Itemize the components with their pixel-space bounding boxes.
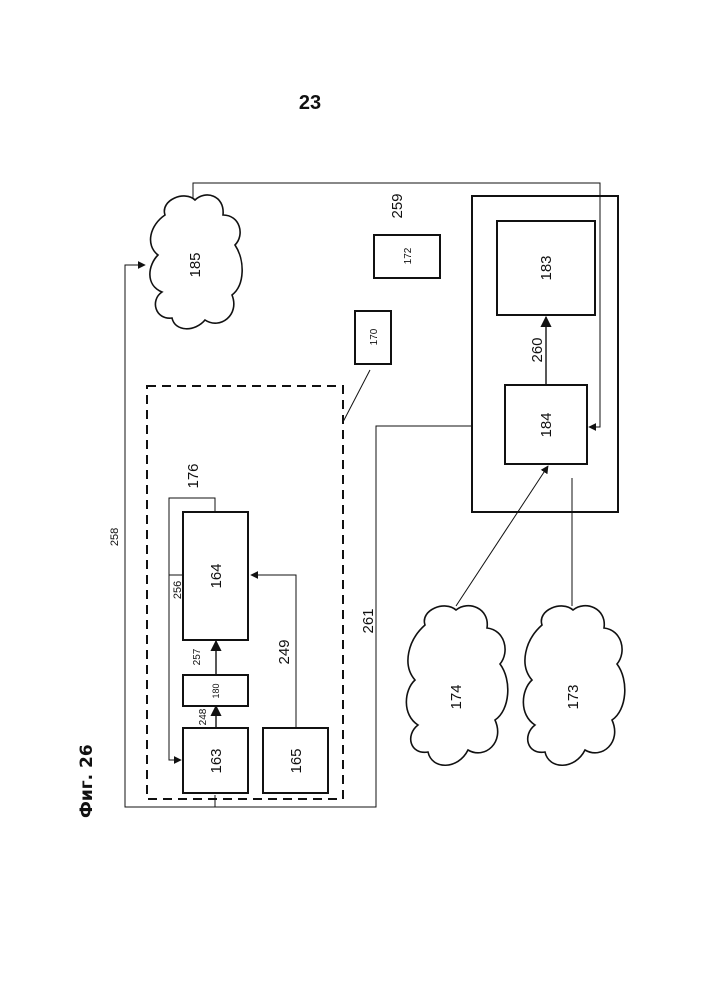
label-260: 260 bbox=[529, 337, 546, 362]
cloud-174-label: 174 bbox=[448, 684, 465, 709]
leader-170 bbox=[343, 370, 370, 422]
block-164-label: 164 bbox=[208, 563, 225, 588]
label-176: 176 bbox=[185, 463, 202, 488]
figure-caption: Фиг. 26 bbox=[77, 744, 97, 818]
block-170-label: 170 bbox=[369, 328, 380, 345]
block-183-label: 183 bbox=[538, 255, 555, 280]
block-184-label: 184 bbox=[538, 412, 555, 437]
cloud-173-label: 173 bbox=[565, 684, 582, 709]
label-258: 258 bbox=[109, 528, 121, 546]
label-248: 248 bbox=[198, 708, 209, 725]
label-249: 249 bbox=[276, 639, 293, 664]
label-256: 256 bbox=[172, 581, 184, 599]
label-261: 261 bbox=[360, 608, 377, 633]
block-163-label: 163 bbox=[208, 748, 225, 773]
block-172-label: 172 bbox=[403, 247, 414, 264]
cloud-185-label: 185 bbox=[187, 252, 204, 277]
block-165-label: 165 bbox=[288, 748, 305, 773]
label-259: 259 bbox=[389, 193, 406, 218]
block-180-label: 180 bbox=[211, 683, 221, 698]
label-257: 257 bbox=[192, 648, 203, 665]
